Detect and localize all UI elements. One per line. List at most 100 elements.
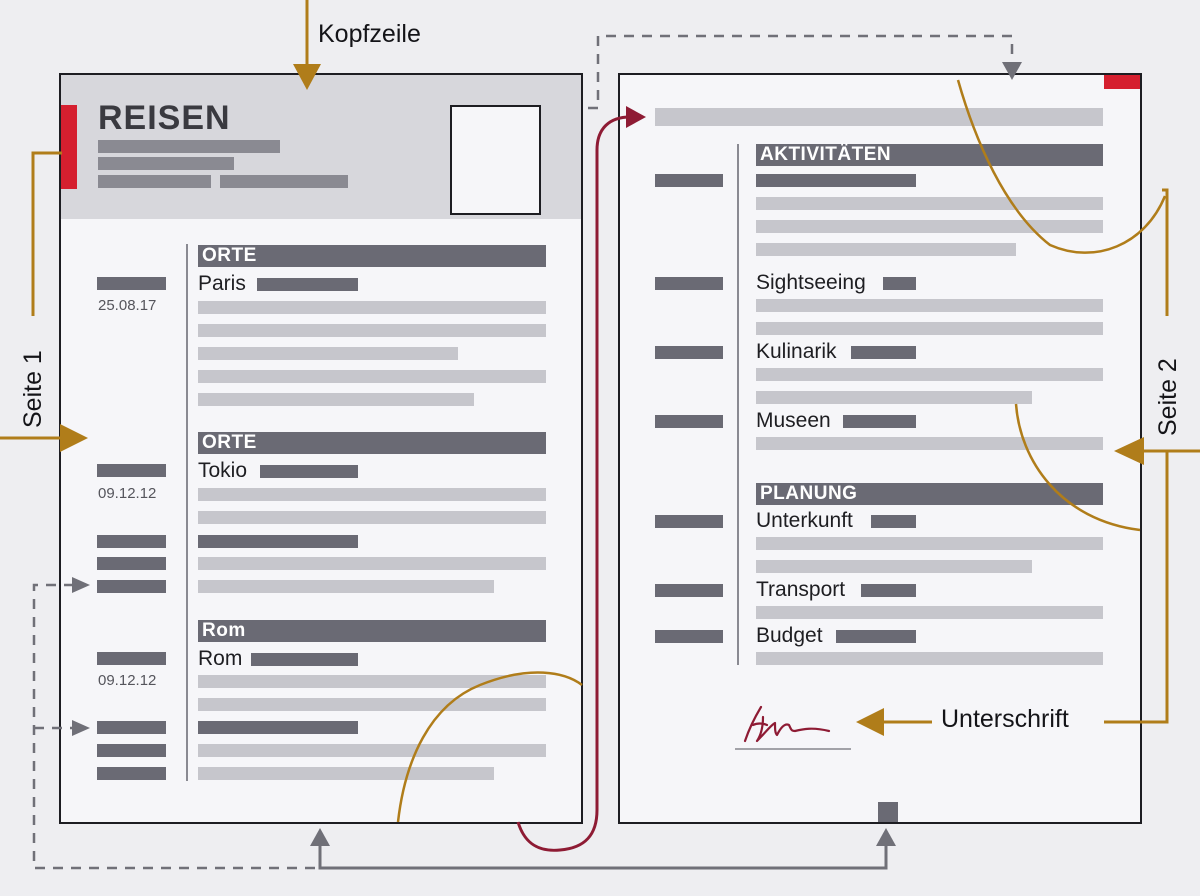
header-line <box>98 157 234 170</box>
dashed-arrow-head <box>1002 62 1022 80</box>
text-line <box>198 488 546 501</box>
side-bar <box>655 174 723 187</box>
side-bar <box>655 515 723 528</box>
page2-bracket <box>1162 188 1169 316</box>
red-accent-tab <box>1104 75 1140 89</box>
dashed-arrow-head <box>72 577 90 593</box>
text-line <box>198 511 546 524</box>
text-line <box>198 347 458 360</box>
signature-bracket <box>1104 451 1169 724</box>
section-item: Paris <box>198 272 246 295</box>
page-1: REISEN ORTE 25.08.17 Paris ORTE 09.12.12… <box>59 73 583 824</box>
section-heading: ORTE <box>198 432 546 454</box>
page-flow-arrow-head <box>626 106 646 128</box>
date-bar <box>97 464 166 477</box>
item-tag-bar <box>883 277 916 290</box>
corner-curve <box>396 671 583 823</box>
text-line <box>756 537 1103 550</box>
side-bar <box>655 630 723 643</box>
side-bar <box>97 535 166 548</box>
text-line <box>756 299 1103 312</box>
header-line <box>98 140 280 153</box>
item-tag-bar <box>257 278 358 291</box>
side-bar <box>97 721 166 734</box>
side-bar <box>655 584 723 597</box>
side-bar <box>97 767 166 780</box>
corner-curve <box>1014 403 1141 532</box>
bottom-arrow-head <box>876 828 896 846</box>
section-heading: ORTE <box>198 245 546 267</box>
activity-item: Museen <box>756 409 831 432</box>
text-line <box>756 560 1032 573</box>
side-bar <box>655 277 723 290</box>
side-bar <box>97 744 166 757</box>
side-bar <box>655 415 723 428</box>
footer-square <box>878 802 898 822</box>
dashed-connector <box>588 34 1014 110</box>
subheading-bar <box>198 721 358 734</box>
text-line <box>756 391 1032 404</box>
item-tag-bar <box>851 346 916 359</box>
section-heading: AKTIVITÄTEN <box>756 144 1103 166</box>
timeline-divider <box>186 244 188 781</box>
page2-callout-label: Seite 2 <box>1154 358 1182 436</box>
page2-arrow-head <box>1114 437 1144 465</box>
activity-item: Sightseeing <box>756 271 866 294</box>
planning-item: Budget <box>756 624 823 647</box>
header-line <box>98 175 211 188</box>
text-line <box>756 220 1103 233</box>
text-line <box>756 652 1103 665</box>
text-line <box>756 243 1016 256</box>
item-tag-bar <box>251 653 358 666</box>
text-line <box>198 393 474 406</box>
page2-header-line <box>655 108 1103 126</box>
side-bar <box>97 580 166 593</box>
red-accent-tab <box>61 105 77 189</box>
item-tag-bar <box>260 465 358 478</box>
text-line <box>198 301 546 314</box>
side-bar <box>655 346 723 359</box>
planning-item: Transport <box>756 578 846 601</box>
text-line <box>198 580 494 593</box>
planning-item: Unterkunft <box>756 509 853 532</box>
section-item: Rom <box>198 647 243 670</box>
timeline-divider <box>737 144 739 665</box>
item-tag-bar <box>836 630 916 643</box>
item-tag-bar <box>871 515 916 528</box>
subheading-bar <box>198 535 358 548</box>
text-line <box>198 675 546 688</box>
section-date: 25.08.17 <box>98 297 157 314</box>
section-item: Tokio <box>198 459 248 482</box>
text-line <box>198 370 546 383</box>
text-line <box>198 557 546 570</box>
page1-callout-label: Seite 1 <box>19 350 47 428</box>
section-heading: PLANUNG <box>756 483 1103 505</box>
section-date: 09.12.12 <box>98 485 157 502</box>
subheading-bar <box>756 174 916 187</box>
signature-arrow-head <box>856 708 884 736</box>
item-tag-bar <box>861 584 916 597</box>
text-line <box>756 606 1103 619</box>
text-line <box>756 197 1103 210</box>
text-line <box>756 437 1103 450</box>
activity-item: Kulinarik <box>756 340 837 363</box>
signature-graphic <box>735 705 851 750</box>
signature-callout-label: Unterschrift <box>941 705 1069 733</box>
item-tag-bar <box>843 415 916 428</box>
header-line <box>220 175 348 188</box>
dashed-connector <box>32 583 320 870</box>
page-flow-connector <box>516 115 631 852</box>
page-title: REISEN <box>98 99 231 137</box>
date-bar <box>97 652 166 665</box>
text-line <box>756 322 1103 335</box>
text-line <box>198 767 494 780</box>
side-bar <box>97 557 166 570</box>
section-heading: Rom <box>198 620 546 642</box>
bottom-connector <box>318 842 888 870</box>
header-arrow-head <box>293 64 321 90</box>
header-callout-label: Kopfzeile <box>318 20 421 48</box>
page1-bracket <box>31 151 62 316</box>
dashed-arrow-head <box>72 720 90 736</box>
page-2: AKTIVITÄTEN Sightseeing Kulinarik Museen… <box>618 73 1142 824</box>
